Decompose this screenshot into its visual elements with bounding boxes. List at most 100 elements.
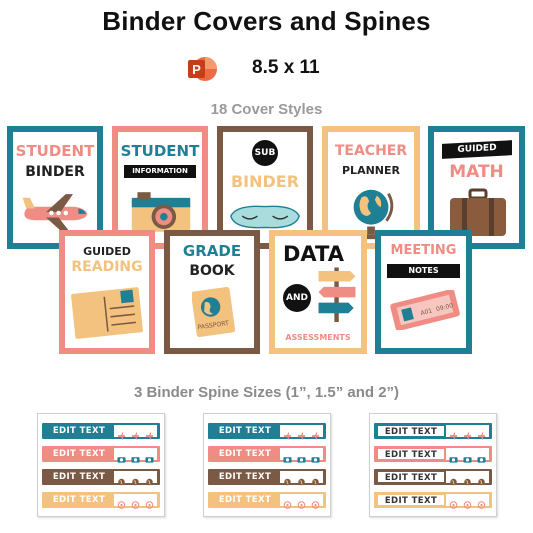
- airplane-icon: [22, 194, 88, 234]
- cover-line: STUDENT: [120, 142, 200, 160]
- spine-label[interactable]: EDIT TEXT: [52, 426, 106, 436]
- compass-icon: [145, 496, 154, 509]
- spine-sizes-label: 3 Binder Spine Sizes (1”, 1.5” and 2”): [133, 384, 400, 401]
- cover-banner: NOTES: [387, 264, 460, 278]
- cover-line: DATA: [283, 242, 345, 266]
- spine-strip: EDIT TEXT: [374, 423, 492, 440]
- cover-guided-reading: GUIDED READING: [59, 230, 155, 354]
- spine-strip: EDIT TEXT: [208, 492, 326, 509]
- spine-icons: [280, 425, 323, 440]
- spine-icons: [114, 448, 157, 463]
- spine-label[interactable]: EDIT TEXT: [218, 449, 272, 459]
- cover-line: PLANNER: [342, 164, 400, 177]
- cover-grade-book: GRADE BOOK PASSPORT: [164, 230, 260, 354]
- spine-icons: [446, 425, 489, 440]
- cover-line: BOOK: [189, 263, 235, 279]
- ticket-icon: A01 09:00: [390, 290, 460, 330]
- camera-icon: [477, 450, 486, 463]
- globe-icon: [117, 473, 126, 486]
- airplane-icon: [131, 427, 140, 440]
- spine-label[interactable]: EDIT TEXT: [377, 494, 445, 506]
- camera-icon: [297, 450, 306, 463]
- spine-icons: [114, 494, 157, 509]
- spine-strip: EDIT TEXT: [42, 469, 160, 486]
- camera-icon: [131, 450, 140, 463]
- spine-icons: [446, 471, 489, 486]
- spine-strip: EDIT TEXT: [208, 423, 326, 440]
- camera-icon: [463, 450, 472, 463]
- spine-label[interactable]: EDIT TEXT: [377, 425, 445, 437]
- cover-badge: SUB: [252, 140, 278, 166]
- spine-strip: EDIT TEXT: [208, 446, 326, 463]
- cover-data-assessments: DATA AND ASSESSMENTS: [269, 230, 367, 354]
- spine-strip: EDIT TEXT: [42, 492, 160, 509]
- compass-icon: [117, 496, 126, 509]
- globe-icon: [353, 189, 394, 240]
- cover-meeting-notes: MEETING NOTES A01 09:00: [375, 230, 472, 354]
- cover-line: STUDENT: [15, 142, 95, 160]
- cover-line: MEETING: [390, 243, 457, 258]
- spine-icons: [280, 448, 323, 463]
- compass-icon: [463, 496, 472, 509]
- camera-icon: [283, 450, 292, 463]
- cover-student-binder: STUDENT BINDER: [7, 126, 103, 249]
- spine-strip: EDIT TEXT: [374, 492, 492, 509]
- cover-line: MATH: [449, 162, 504, 182]
- globe-icon: [131, 473, 140, 486]
- airplane-icon: [297, 427, 306, 440]
- spine-strip: EDIT TEXT: [208, 469, 326, 486]
- compass-icon: [449, 496, 458, 509]
- ticket-text: A01: [420, 307, 433, 317]
- spine-card-2in: EDIT TEXT EDIT TEXT EDIT TEXT EDIT TEXT: [369, 413, 497, 517]
- globe-icon: [311, 473, 320, 486]
- cover-line: BINDER: [25, 164, 85, 180]
- spine-label[interactable]: EDIT TEXT: [52, 495, 106, 505]
- airplane-icon: [449, 427, 458, 440]
- spine-strip: EDIT TEXT: [42, 423, 160, 440]
- passport-text: PASSPORT: [197, 320, 229, 331]
- spine-icons: [446, 448, 489, 463]
- globe-icon: [477, 473, 486, 486]
- globe-icon: [449, 473, 458, 486]
- compass-icon: [283, 496, 292, 509]
- cover-count-label: 18 Cover Styles: [210, 101, 323, 118]
- spine-label[interactable]: EDIT TEXT: [218, 472, 272, 482]
- sleep-mask-icon: [230, 205, 300, 229]
- cover-line: ASSESSMENTS: [285, 333, 351, 342]
- powerpoint-letter: P: [192, 62, 201, 77]
- airplane-icon: [477, 427, 486, 440]
- spine-label[interactable]: EDIT TEXT: [377, 448, 445, 460]
- globe-icon: [463, 473, 472, 486]
- cover-badge: AND: [283, 284, 311, 312]
- signpost-icon: [318, 267, 356, 323]
- compass-icon: [311, 496, 320, 509]
- airplane-icon: [463, 427, 472, 440]
- spine-label[interactable]: EDIT TEXT: [377, 471, 445, 483]
- spine-label[interactable]: EDIT TEXT: [218, 495, 272, 505]
- cover-line: BINDER: [230, 172, 300, 191]
- spine-icons: [114, 425, 157, 440]
- passport-icon: PASSPORT: [192, 286, 236, 338]
- cover-line: GRADE: [182, 242, 242, 260]
- cover-badge-label: AND: [286, 293, 308, 303]
- format-row: P 8.5 x 11: [0, 54, 533, 84]
- airplane-icon: [311, 427, 320, 440]
- spine-strip: EDIT TEXT: [42, 446, 160, 463]
- cover-banner: INFORMATION: [124, 165, 196, 178]
- cover-sub-binder: SUB BINDER: [217, 126, 313, 249]
- page-title: Binder Covers and Spines: [102, 6, 431, 36]
- compass-icon: [131, 496, 140, 509]
- ticket-text: 09:00: [435, 302, 454, 313]
- compass-icon: [297, 496, 306, 509]
- globe-icon: [297, 473, 306, 486]
- page-size-label: 8.5 x 11: [252, 57, 320, 78]
- camera-icon: [131, 192, 191, 232]
- spine-label[interactable]: EDIT TEXT: [52, 449, 106, 459]
- spine-card-1in: EDIT TEXT EDIT TEXT EDIT TEXT EDIT TEXT: [37, 413, 165, 517]
- cover-teacher-planner: TEACHER PLANNER: [322, 126, 420, 249]
- airplane-icon: [145, 427, 154, 440]
- camera-icon: [449, 450, 458, 463]
- cover-guided-math: GUIDED MATH: [428, 126, 525, 249]
- spine-label[interactable]: EDIT TEXT: [52, 472, 106, 482]
- spine-label[interactable]: EDIT TEXT: [218, 426, 272, 436]
